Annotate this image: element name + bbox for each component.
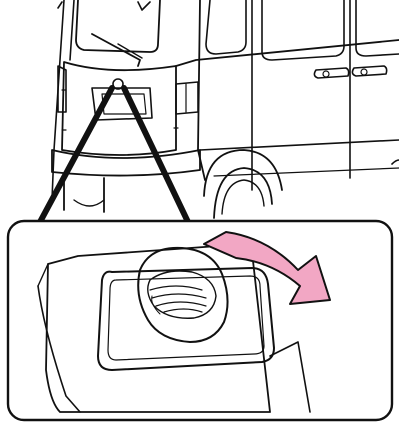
sliding-door-handle xyxy=(314,68,348,78)
sliding-door-window xyxy=(262,0,344,60)
van-rocker-line xyxy=(214,168,399,176)
front-door-lock xyxy=(361,69,367,75)
rear-left-tire-bottom xyxy=(74,200,104,206)
sliding-door-lock xyxy=(323,71,329,77)
front-door-window xyxy=(356,0,399,56)
rear-wheel-rim xyxy=(222,180,264,214)
inset-panel xyxy=(8,221,392,420)
van-rear-corner xyxy=(198,0,205,180)
front-wheel-hint xyxy=(392,160,399,164)
rear-left-tire xyxy=(64,174,104,212)
tailgate xyxy=(62,62,176,155)
van-side-lower-line xyxy=(200,140,399,150)
right-tail-light xyxy=(176,82,198,114)
van-roof-edges xyxy=(58,2,150,10)
van-left-pillar-inner xyxy=(70,0,74,60)
front-door-handle xyxy=(352,66,386,76)
tailgate-hinges xyxy=(62,90,178,130)
rear-quarter-window xyxy=(206,0,246,54)
